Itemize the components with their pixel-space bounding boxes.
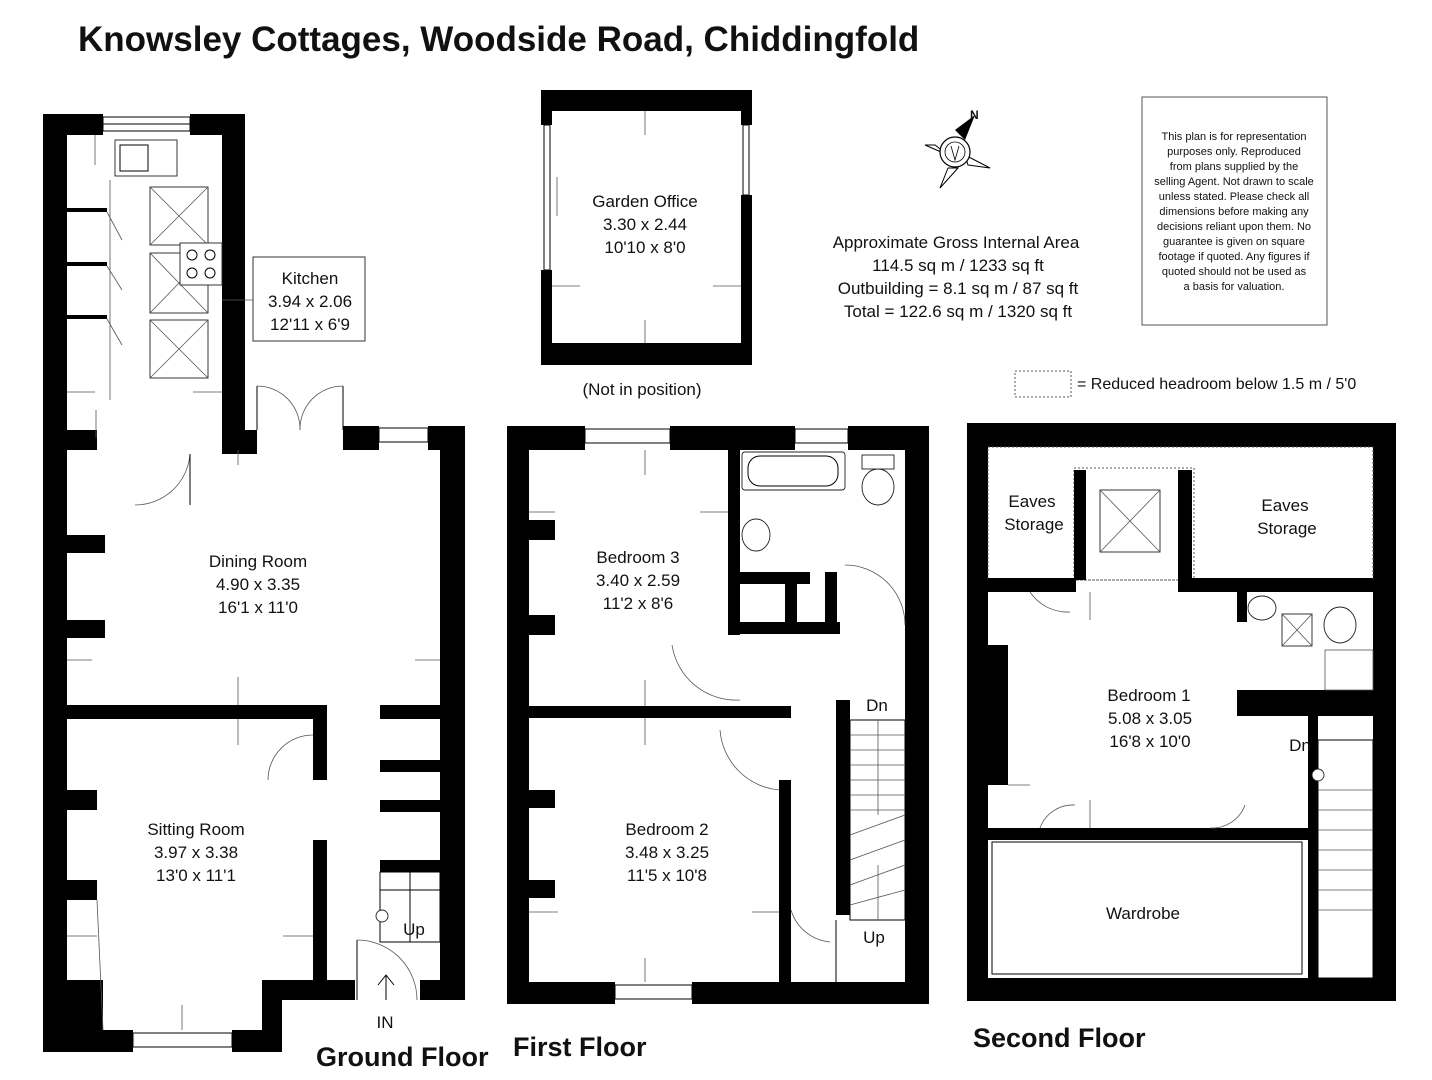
north-label: N (970, 108, 979, 122)
area-title: Approximate Gross Internal Area (833, 233, 1080, 252)
disclaimer-line: selling Agent. Not drawn to scale (1154, 176, 1314, 188)
kitchen-label-box (252, 256, 366, 342)
eaves-left-line1: Eaves (1008, 492, 1055, 511)
reduced-headroom-legend: = Reduced headroom below 1.5 m / 5'0 (1077, 376, 1356, 393)
eaves-left-line2: Storage (1004, 515, 1064, 534)
kitchen-metric: 3.94 x 2.06 (268, 292, 352, 311)
sitting-name: Sitting Room (147, 820, 244, 839)
disclaimer-line: footage if quoted. Any figures if (1158, 251, 1310, 263)
sitting-metric: 3.97 x 3.38 (154, 843, 238, 862)
first-dn-label: Dn (866, 696, 888, 715)
first-up-label: Up (863, 928, 885, 947)
disclaimer-line: decisions reliant upon them. No (1157, 221, 1311, 233)
dining-name: Dining Room (209, 552, 307, 571)
ground-floor-label: Ground Floor (316, 1042, 489, 1072)
bedroom1-imperial: 16'8 x 10'0 (1109, 732, 1190, 751)
bedroom2-name: Bedroom 2 (625, 820, 708, 839)
first-floor-label: First Floor (513, 1032, 647, 1062)
second-floor-plan (967, 423, 1396, 1001)
kitchen-imperial: 12'11 x 6'9 (270, 315, 350, 334)
kitchen-name: Kitchen (282, 269, 339, 288)
area-total: Total = 122.6 sq m / 1320 sq ft (844, 302, 1072, 321)
garden-office-plan (541, 90, 752, 365)
garden-office-metric: 3.30 x 2.44 (603, 215, 687, 234)
area-outbuilding: Outbuilding = 8.1 sq m / 87 sq ft (838, 279, 1079, 298)
eaves-right-line2: Storage (1257, 519, 1317, 538)
disclaimer-line: quoted should not be used as (1162, 266, 1307, 278)
disclaimer-line: purposes only. Reproduced (1167, 146, 1301, 158)
garden-office-name: Garden Office (592, 192, 698, 211)
dining-metric: 4.90 x 3.35 (216, 575, 300, 594)
bedroom2-metric: 3.48 x 3.25 (625, 843, 709, 862)
disclaimer-text: This plan is for representation purposes … (1154, 131, 1314, 293)
bedroom3-name: Bedroom 3 (596, 548, 679, 567)
disclaimer-line: a basis for valuation. (1184, 281, 1285, 293)
bedroom2-imperial: 11'5 x 10'8 (627, 866, 707, 885)
sitting-imperial: 13'0 x 11'1 (156, 866, 236, 885)
bedroom1-name: Bedroom 1 (1107, 686, 1190, 705)
disclaimer-line: This plan is for representation (1162, 131, 1307, 143)
second-floor-label: Second Floor (973, 1023, 1146, 1053)
bedroom1-metric: 5.08 x 3.05 (1108, 709, 1192, 728)
not-in-position-note: (Not in position) (582, 380, 701, 399)
disclaimer-box (1141, 96, 1328, 326)
disclaimer-line: unless stated. Please check all (1159, 191, 1309, 203)
wardrobe-label: Wardrobe (1106, 904, 1180, 923)
disclaimer-line: dimensions before making any (1159, 206, 1309, 218)
ground-floor-plan (43, 114, 465, 1052)
area-internal: 114.5 sq m / 1233 sq ft (872, 256, 1044, 275)
second-dn-label: Dn (1289, 736, 1311, 755)
ground-up-label: Up (403, 920, 425, 939)
garden-office-imperial: 10'10 x 8'0 (604, 238, 685, 257)
reduced-headroom-swatch (1014, 370, 1072, 398)
entrance-in-label: IN (377, 1013, 394, 1032)
eaves-right-line1: Eaves (1261, 496, 1308, 515)
first-floor-plan (507, 426, 929, 1004)
bedroom3-metric: 3.40 x 2.59 (596, 571, 680, 590)
north-compass-icon (924, 115, 991, 189)
plan-title: Knowsley Cottages, Woodside Road, Chiddi… (78, 20, 919, 59)
disclaimer-line: from plans supplied by the (1170, 161, 1298, 173)
bedroom3-imperial: 11'2 x 8'6 (603, 594, 673, 613)
disclaimer-line: guarantee is given on square (1163, 236, 1305, 248)
dining-imperial: 16'1 x 11'0 (218, 598, 298, 617)
